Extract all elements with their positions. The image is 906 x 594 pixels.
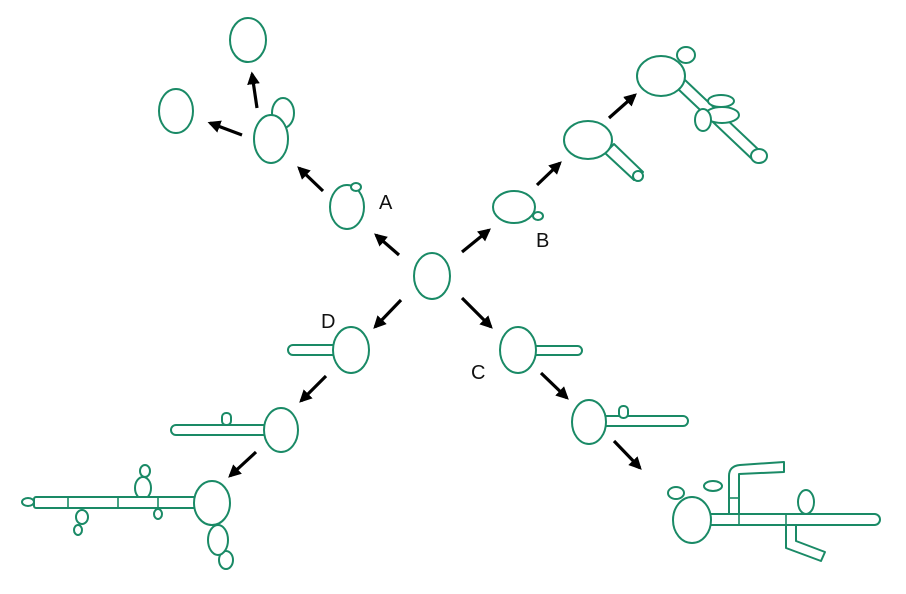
- b-cell-with-bud: [492, 190, 544, 224]
- d-cell-with-germ-tube: [287, 326, 370, 374]
- pathway-a: [158, 17, 401, 257]
- label-b: B: [536, 230, 550, 252]
- b-cell-with-germ-tube: [563, 120, 644, 182]
- arrow-center-to-b1: [460, 228, 491, 254]
- c-branched-mycelium: [667, 461, 881, 562]
- arrow-d2-to-d3: [228, 450, 258, 478]
- arrow-a2-to-top-daughter: [247, 71, 260, 109]
- arrow-b1-to-b2: [535, 161, 562, 187]
- arrow-c2-to-c3: [612, 439, 642, 470]
- arrow-c1-to-c2: [539, 371, 569, 400]
- label-c: C: [471, 362, 486, 384]
- arrow-a1-to-a2: [297, 166, 325, 193]
- c-hypha-with-branch: [571, 399, 689, 445]
- arrow-b2-to-b3: [607, 93, 637, 120]
- b-pseudohyphal-cluster: [636, 46, 768, 164]
- a-budding-cell-large: [253, 97, 295, 164]
- center-cell: [413, 252, 451, 300]
- pathway-c: [460, 296, 881, 562]
- a-budding-cell-small: [329, 182, 365, 230]
- a-daughter-cell-left: [158, 88, 194, 134]
- arrow-d1-to-d2: [299, 374, 328, 403]
- d-pseudohyphal-chain: [21, 464, 234, 570]
- label-d: D: [321, 311, 336, 333]
- pathway-b: [460, 46, 768, 254]
- arrow-center-to-c1: [460, 296, 493, 329]
- arrow-center-to-d1: [373, 298, 403, 329]
- pathway-d: [21, 298, 403, 570]
- d-filament-with-bud: [170, 407, 299, 453]
- c-cell-with-germ-tube: [499, 326, 583, 374]
- a-daughter-cell-top: [229, 17, 267, 63]
- arrow-center-to-a1: [374, 233, 401, 257]
- arrow-a2-to-left-daughter: [207, 120, 243, 137]
- label-a: A: [379, 192, 393, 214]
